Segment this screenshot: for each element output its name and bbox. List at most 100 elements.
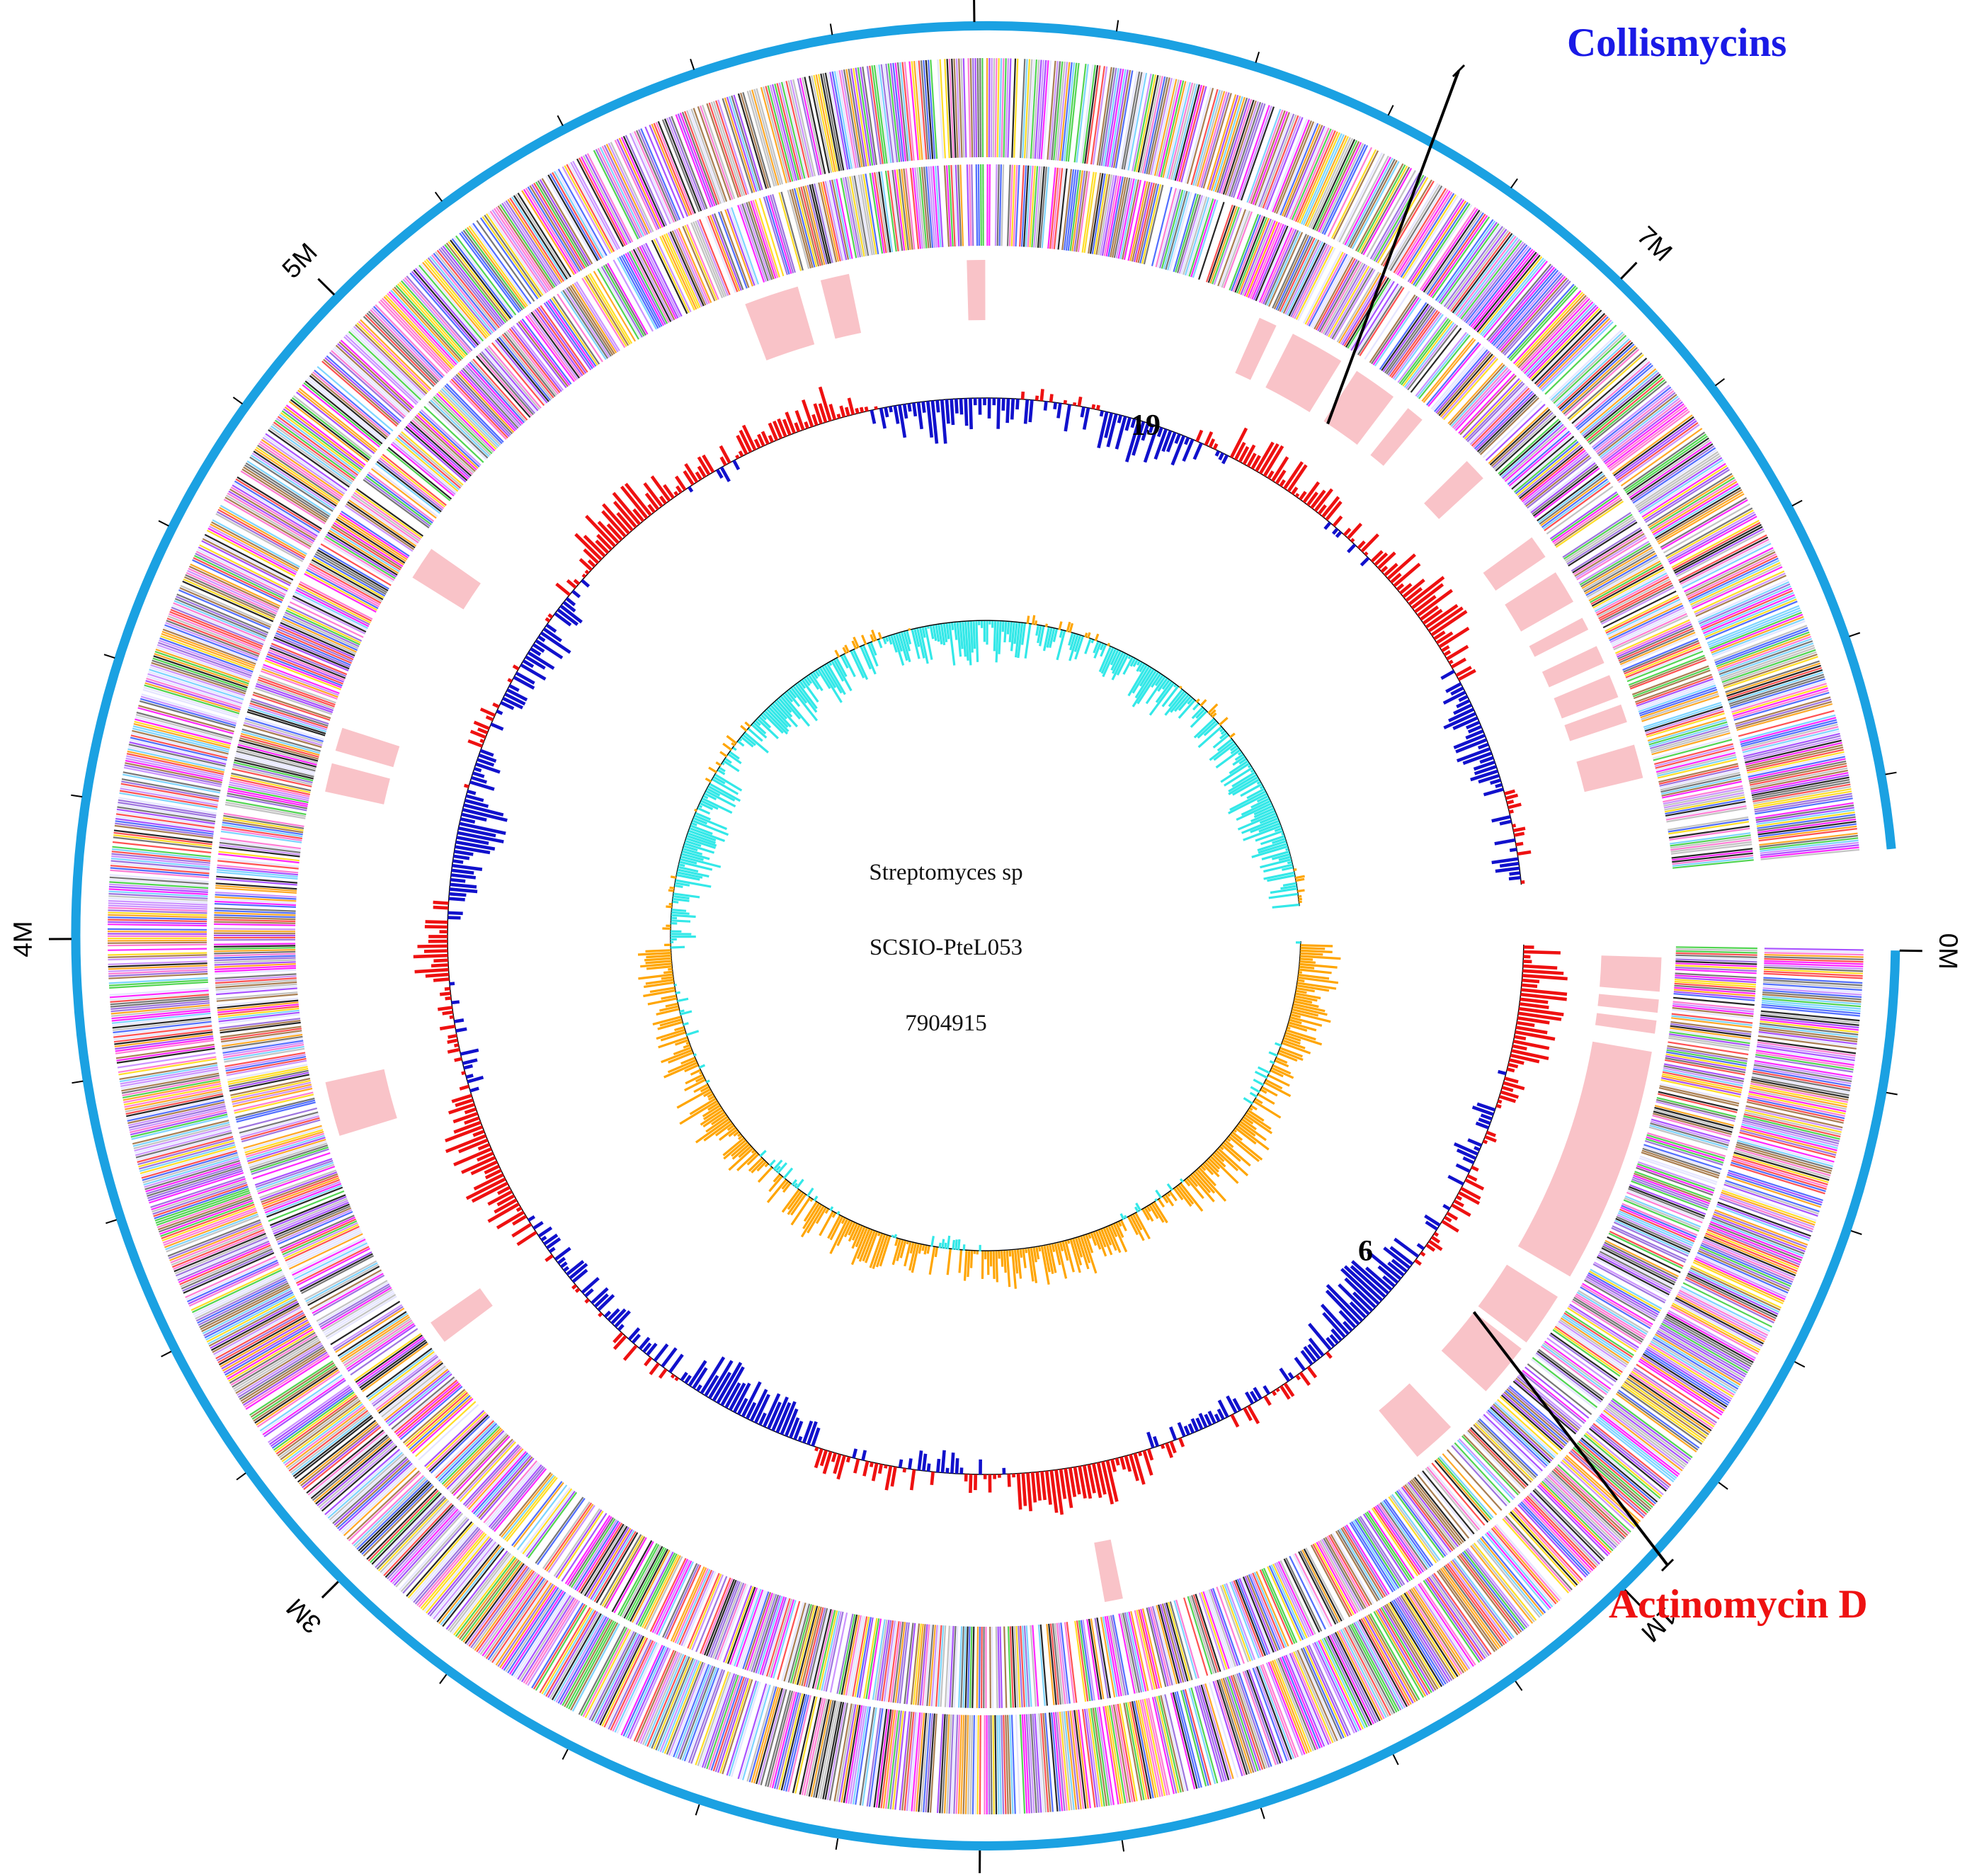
cds-feature: [663, 118, 702, 212]
cds-feature: [1750, 1084, 1848, 1105]
cds-feature: [1743, 1117, 1840, 1142]
cds-feature: [142, 1152, 238, 1181]
cds-feature: [1712, 620, 1806, 658]
cds-feature: [1746, 746, 1844, 770]
cds-feature: [380, 1500, 450, 1574]
gc-content-bar: [1440, 669, 1455, 681]
cds-feature: [1246, 1669, 1282, 1764]
cds-feature: [1660, 1322, 1748, 1374]
cds-feature: [108, 952, 207, 956]
cds-feature: [1753, 788, 1852, 807]
cds-feature: [395, 1513, 464, 1588]
gc-content-bar: [1495, 866, 1520, 873]
cds-feature: [756, 1688, 783, 1785]
cds-feature: [1763, 972, 1863, 979]
cds-feature: [1005, 1715, 1009, 1814]
cds-feature: [132, 1121, 230, 1147]
gc-content-bar: [680, 1371, 688, 1382]
gc-content-bar: [1504, 1076, 1519, 1084]
cds-feature: [597, 147, 643, 238]
cds-feature: [1375, 1610, 1427, 1697]
cds-feature: [1710, 1221, 1803, 1259]
cds-feature: [144, 1158, 240, 1188]
cds-feature: [1704, 598, 1797, 638]
gc-content-bar: [1494, 838, 1516, 846]
cds-feature: [1059, 1711, 1071, 1811]
gc-content-bar: [673, 491, 679, 496]
gc-skew-bar: [683, 1022, 689, 1026]
cds-feature: [1748, 756, 1846, 778]
cds-feature: [1426, 1577, 1484, 1661]
cds-feature: [214, 949, 296, 953]
cds-feature: [442, 1547, 505, 1627]
cds-feature: [1514, 1507, 1583, 1581]
cds-feature: [1252, 111, 1288, 205]
cds-feature: [586, 1630, 634, 1719]
cds-feature: [616, 1642, 660, 1734]
cds-feature: [1663, 1065, 1744, 1082]
gc-skew-bar: [1051, 1244, 1056, 1253]
cds-feature: [1299, 1649, 1340, 1741]
cds-feature: [448, 241, 510, 321]
cds-feature: [132, 725, 230, 751]
cds-feature: [960, 1715, 965, 1814]
cds-feature: [171, 1227, 264, 1266]
cds-feature: [950, 1715, 957, 1814]
cds-feature: [833, 71, 853, 169]
cds-feature: [923, 60, 932, 159]
cds-feature: [1640, 460, 1725, 516]
cds-feature: [109, 879, 209, 887]
cds-feature: [810, 1699, 832, 1797]
cds-feature: [108, 906, 207, 912]
cds-feature: [139, 1146, 236, 1175]
cds-feature: [1653, 1110, 1733, 1133]
cds-feature: [1748, 758, 1846, 780]
cds-feature: [707, 215, 739, 292]
cds-feature: [1216, 1679, 1248, 1775]
cds-feature: [1701, 1242, 1794, 1283]
cds-feature: [1762, 989, 1862, 999]
cds-feature: [1283, 125, 1323, 217]
cds-feature: [176, 1239, 269, 1279]
cds-feature: [1447, 1563, 1508, 1644]
cds-feature: [416, 266, 482, 343]
cds-feature: [1301, 133, 1343, 224]
cds-feature: [1423, 1579, 1481, 1664]
cds-feature: [269, 1386, 351, 1445]
cds-feature: [1047, 60, 1056, 160]
cds-feature: [1349, 1624, 1398, 1713]
cds-feature: [1648, 1126, 1728, 1151]
cds-feature: [1543, 1479, 1615, 1550]
cds-feature: [1674, 987, 1756, 995]
cds-feature: [133, 723, 230, 749]
cds-feature: [165, 1213, 258, 1251]
cds-feature: [780, 1693, 806, 1791]
gc-content-bar: [1499, 861, 1520, 868]
gc-skew-bar: [678, 863, 685, 868]
cds-feature: [1760, 846, 1859, 858]
gc-content-bar: [797, 1436, 803, 1442]
cds-feature: [1694, 572, 1786, 615]
cds-feature: [212, 519, 300, 568]
cds-feature: [236, 476, 322, 530]
gc-skew-bar: [1253, 1079, 1265, 1086]
cds-feature: [461, 231, 522, 312]
cds-feature: [1687, 555, 1778, 600]
cds-feature: [109, 989, 209, 999]
cds-feature: [1423, 210, 1481, 293]
gc-skew-bar: [831, 1212, 836, 1218]
cds-feature: [173, 600, 266, 639]
cds-feature: [348, 1472, 421, 1542]
cds-feature: [1038, 1713, 1047, 1813]
cds-feature: [966, 164, 970, 246]
cds-feature: [976, 58, 980, 158]
cds-feature: [1675, 948, 1757, 952]
cds-feature: [127, 750, 224, 773]
cds-feature: [1745, 741, 1842, 766]
cds-feature: [1166, 81, 1191, 179]
cds-feature: [281, 410, 363, 471]
cds-feature: [303, 382, 382, 446]
cds-feature: [1025, 59, 1033, 159]
cds-feature: [123, 1085, 222, 1105]
cds-feature: [1042, 1712, 1051, 1812]
